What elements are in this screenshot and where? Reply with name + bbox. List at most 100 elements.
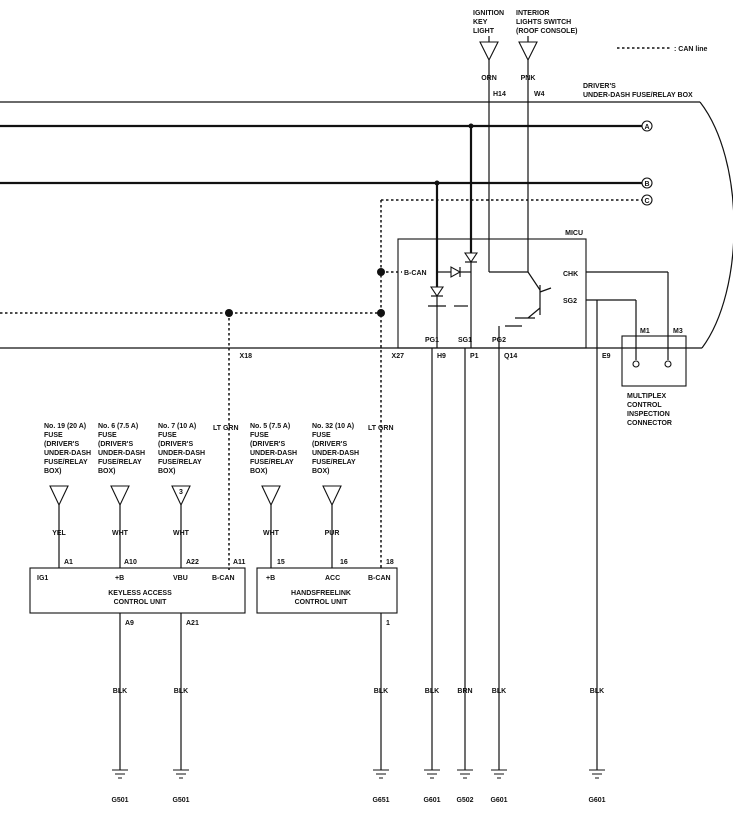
- fuse-no-6: No. 6 (7.5 A) FUSE (DRIVER'S UNDER-DASH …: [98, 423, 145, 568]
- bus-b-label: B: [644, 181, 649, 188]
- bus-b: B: [0, 177, 653, 189]
- interior-lights-switch-line-1: INTERIOR: [516, 10, 549, 17]
- svg-text:BOX): BOX): [44, 468, 62, 475]
- svg-text:BLK: BLK: [113, 688, 127, 695]
- can-line-legend-label: : CAN line: [674, 46, 708, 53]
- keyless-pin-a9: A9: [125, 620, 134, 627]
- keyless-name-2: CONTROL UNIT: [114, 599, 167, 606]
- svg-text:BRN: BRN: [457, 688, 472, 695]
- ignition-key-light-line-2: KEY: [473, 19, 488, 26]
- interior-lights-switch-pin: W4: [534, 91, 545, 98]
- svg-text:(DRIVER'S: (DRIVER'S: [312, 441, 347, 448]
- svg-text:(DRIVER'S: (DRIVER'S: [44, 441, 79, 448]
- fuse-32-pin: 16: [340, 559, 348, 566]
- svg-text:(DRIVER'S: (DRIVER'S: [158, 441, 193, 448]
- ignition-key-light-line-3: LIGHT: [473, 28, 495, 35]
- ignition-key-light-pin: H14: [493, 91, 506, 98]
- svg-text:FUSE/RELAY: FUSE/RELAY: [250, 459, 294, 466]
- ground-g501-a: G501: [111, 769, 129, 804]
- micu: MICU B-CAN CHK SG2 PG1 SG1 PG2: [381, 123, 587, 349]
- fuse-5-wire-color: WHT: [263, 530, 280, 537]
- handsfree-b-can-label: B-CAN: [368, 575, 391, 582]
- fuse-no-32: No. 32 (10 A) FUSE (DRIVER'S UNDER-DASH …: [312, 423, 359, 568]
- can-network-lines: X18 X27 LT GRN LT GRN: [0, 200, 404, 570]
- svg-text:No. 19 (20 A): No. 19 (20 A): [44, 423, 86, 430]
- svg-text:G601: G601: [588, 797, 605, 804]
- interior-lights-switch-line-2: LIGHTS SWITCH: [516, 19, 571, 26]
- ground-wire-colors: BLK BLK BLK BLK BRN BLK BLK: [113, 688, 604, 695]
- pin-e9: E9: [602, 353, 611, 360]
- handsfree-pin-1: 1: [386, 620, 390, 627]
- ground-g501-b: G501: [172, 769, 190, 804]
- pin-h9: H9: [437, 353, 446, 360]
- svg-text:No. 7 (10 A): No. 7 (10 A): [158, 423, 196, 430]
- mpx-label-3: INSPECTION: [627, 411, 670, 418]
- keyless-b-can-label: B-CAN: [212, 575, 235, 582]
- fuse-box-label-2: UNDER-DASH FUSE/RELAY BOX: [583, 92, 693, 99]
- ground-g651: G651: [372, 769, 390, 804]
- fuse-7-wire-color: WHT: [173, 530, 190, 537]
- fuse-no-7: No. 7 (10 A) FUSE (DRIVER'S UNDER-DASH F…: [158, 423, 205, 568]
- svg-text:FUSE: FUSE: [44, 432, 63, 439]
- svg-text:FUSE/RELAY: FUSE/RELAY: [312, 459, 356, 466]
- ignition-key-light-line-1: IGNITION: [473, 10, 504, 17]
- micu-chk-label: CHK: [563, 271, 578, 278]
- bus-a: A: [0, 120, 653, 132]
- ground-g601-a: G601: [423, 769, 441, 804]
- fuse-no-19: No. 19 (20 A) FUSE (DRIVER'S UNDER-DASH …: [44, 423, 91, 568]
- box-ground-wires: H9 P1 Q14 E9: [431, 348, 611, 770]
- svg-text:BLK: BLK: [590, 688, 604, 695]
- svg-text:FUSE/RELAY: FUSE/RELAY: [44, 459, 88, 466]
- svg-text:No. 32 (10 A): No. 32 (10 A): [312, 423, 354, 430]
- fuse-7-number: 3: [179, 489, 183, 496]
- mpx-label-2: CONTROL: [627, 402, 662, 409]
- ground-g601-b: G601: [490, 769, 508, 804]
- keyless-ig1-label: IG1: [37, 575, 48, 582]
- svg-text:G651: G651: [372, 797, 389, 804]
- svg-text:UNDER-DASH: UNDER-DASH: [44, 450, 91, 457]
- svg-text:BOX): BOX): [98, 468, 116, 475]
- svg-text:FUSE/RELAY: FUSE/RELAY: [98, 459, 142, 466]
- fuse-box-label-1: DRIVER'S: [583, 83, 616, 90]
- keyless-pin-a21: A21: [186, 620, 199, 627]
- svg-text:FUSE: FUSE: [250, 432, 269, 439]
- keyless-access-control-unit: IG1 +B VBU B-CAN A11 KEYLESS ACCESS CONT…: [29, 559, 246, 770]
- keyless-can-wire-color: LT GRN: [213, 425, 239, 432]
- multiplex-inspection-connector: M1 M3 MULTIPLEX CONTROL INSPECTION CONNE…: [586, 271, 687, 770]
- svg-text:No. 6 (7.5 A): No. 6 (7.5 A): [98, 423, 138, 430]
- svg-text:FUSE: FUSE: [312, 432, 331, 439]
- svg-text:BOX): BOX): [312, 468, 330, 475]
- handsfree-name-2: CONTROL UNIT: [295, 599, 348, 606]
- micu-pg2-label: PG2: [492, 337, 506, 344]
- svg-text:UNDER-DASH: UNDER-DASH: [98, 450, 145, 457]
- pin-q14: Q14: [504, 353, 517, 360]
- mpx-m1-label: M1: [640, 328, 650, 335]
- keyless-pin-a11: A11: [233, 559, 246, 566]
- micu-sg2-label: SG2: [563, 298, 577, 305]
- interior-lights-switch: INTERIOR LIGHTS SWITCH (ROOF CONSOLE) PN…: [516, 10, 577, 272]
- micu-b-can-label: B-CAN: [404, 270, 427, 277]
- pin-x18: X18: [240, 353, 253, 360]
- fuse-7-pin: A22: [186, 559, 199, 566]
- svg-text:UNDER-DASH: UNDER-DASH: [312, 450, 359, 457]
- svg-text:FUSE: FUSE: [158, 432, 177, 439]
- fuse-6-wire-color: WHT: [112, 530, 129, 537]
- svg-text:BLK: BLK: [174, 688, 188, 695]
- keyless-name-1: KEYLESS ACCESS: [108, 590, 172, 597]
- ground-g502: G502: [456, 769, 474, 804]
- pin-p1: P1: [470, 353, 479, 360]
- mpx-label-1: MULTIPLEX: [627, 393, 666, 400]
- handsfree-name-1: HANDSFREELINK: [291, 590, 351, 597]
- ignition-key-light: IGNITION KEY LIGHT ORN H14: [473, 10, 506, 272]
- svg-text:BLK: BLK: [374, 688, 388, 695]
- pin-x27: X27: [392, 353, 405, 360]
- fuse-6-pin: A10: [124, 559, 137, 566]
- svg-text:BLK: BLK: [492, 688, 506, 695]
- svg-text:UNDER-DASH: UNDER-DASH: [158, 450, 205, 457]
- bus-c-label: C: [644, 198, 649, 205]
- svg-text:G601: G601: [423, 797, 440, 804]
- svg-text:G501: G501: [111, 797, 128, 804]
- micu-pg1-label: PG1: [425, 337, 439, 344]
- svg-text:No. 5 (7.5 A): No. 5 (7.5 A): [250, 423, 290, 430]
